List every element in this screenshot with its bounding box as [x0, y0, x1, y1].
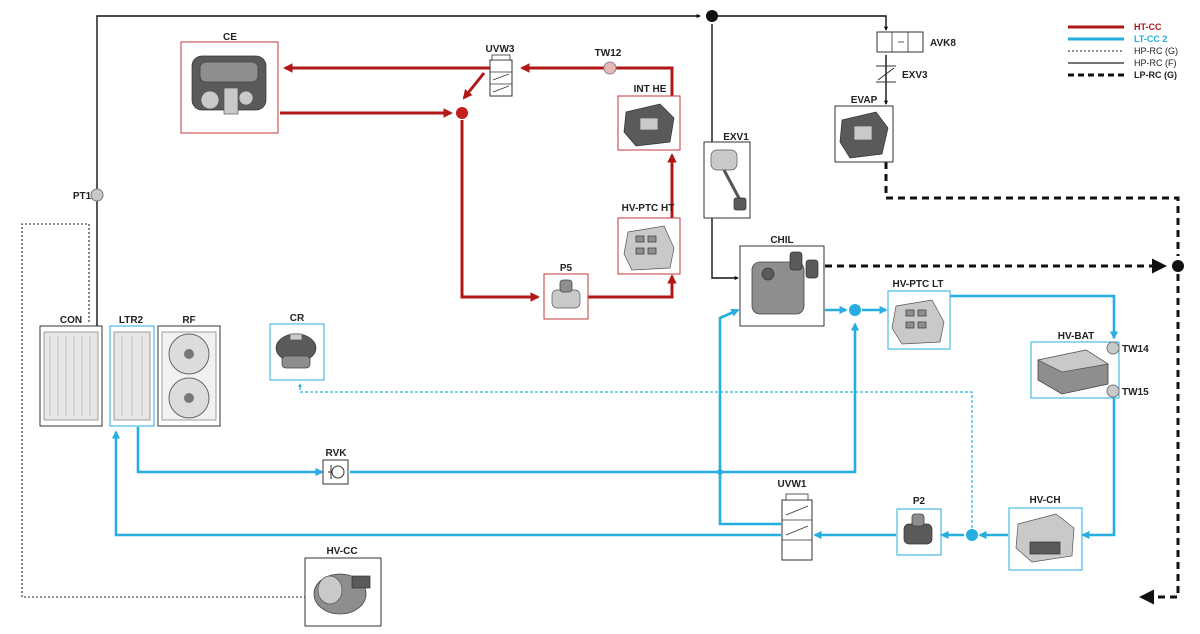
int-he-component: INT HE	[617, 84, 681, 151]
uvw1-label: UVW1	[778, 479, 807, 490]
hv-ch-label: HV-CH	[1029, 495, 1060, 506]
evap-component: EVAP	[834, 95, 894, 163]
legend-hpg-label: HP-RC (G)	[1134, 46, 1178, 56]
avk8-label: AVK8	[930, 38, 956, 49]
p2-pump: P2	[896, 496, 942, 556]
rf-component: RF	[157, 315, 221, 427]
hv-ptc-ht-component: HV-PTC HT	[617, 203, 681, 275]
legend-lt-label: LT-CC 2	[1134, 34, 1167, 44]
exv1-component: EXV1	[703, 132, 751, 219]
ce-label: CE	[223, 32, 237, 43]
legend-hpf-label: HP-RC (F)	[1134, 58, 1177, 68]
p2-label: P2	[913, 496, 926, 507]
rvk-valve: RVK	[322, 448, 349, 485]
avk8-valve: AVK8	[876, 31, 956, 53]
hv-ch-component: HV-CH	[1008, 495, 1083, 571]
tw12-sensor: TW12	[595, 48, 622, 75]
ht-coolant-lines	[280, 63, 677, 302]
tw14-sensor: TW14	[1106, 341, 1149, 355]
evap-label: EVAP	[851, 95, 878, 106]
refrigerant-junction-right	[1172, 260, 1184, 272]
uvw1-valve: UVW1	[778, 479, 813, 561]
uvw3-valve: UVW3	[486, 44, 515, 97]
cr-label: CR	[290, 313, 305, 324]
legend-ht-label: HT-CC	[1134, 22, 1162, 32]
lt-junction-upper	[849, 304, 861, 316]
rf-label: RF	[182, 315, 195, 326]
int-he-label: INT HE	[634, 84, 667, 95]
legend: HT-CC LT-CC 2 HP-RC (G) HP-RC (F) LP-RC …	[1068, 22, 1178, 80]
exv3-label: EXV3	[902, 70, 928, 81]
lt-junction-crossing	[717, 469, 723, 475]
ce-component: CE	[180, 32, 279, 134]
p5-pump: P5	[543, 263, 589, 320]
hv-cc-label: HV-CC	[326, 546, 357, 557]
ltr2-label: LTR2	[119, 315, 144, 326]
con-label: CON	[60, 315, 82, 326]
hv-cc-component: HV-CC	[304, 546, 382, 627]
ht-junction	[456, 107, 468, 119]
p5-label: P5	[560, 263, 573, 274]
rvk-label: RVK	[326, 448, 348, 459]
refrigerant-junction-top	[706, 10, 718, 22]
tw14-label: TW14	[1122, 344, 1149, 355]
lt-coolant-lines	[111, 294, 1119, 540]
exv1-label: EXV1	[723, 132, 749, 143]
exv3-valve: EXV3	[876, 65, 928, 83]
tw15-sensor: TW15	[1106, 384, 1149, 398]
hv-bat-label: HV-BAT	[1058, 331, 1094, 342]
uvw3-label: UVW3	[486, 44, 515, 55]
legend-lpg-label: LP-RC (G)	[1134, 70, 1177, 80]
pt1-sensor: PT1	[73, 188, 104, 202]
hv-bat-component: HV-BAT	[1030, 331, 1120, 399]
tw15-label: TW15	[1122, 387, 1149, 398]
refrigerant-lines	[21, 13, 1180, 605]
ltr2-component: LTR2	[109, 315, 155, 427]
chil-label: CHIL	[770, 235, 793, 246]
hv-ptc-lt-label: HV-PTC LT	[893, 279, 944, 290]
hv-ptc-ht-label: HV-PTC HT	[622, 203, 675, 214]
cr-component: CR	[269, 313, 325, 381]
pt1-label: PT1	[73, 191, 92, 202]
chil-component: CHIL	[739, 235, 825, 327]
tw12-label: TW12	[595, 48, 622, 59]
hv-ptc-lt-component: HV-PTC LT	[887, 279, 951, 350]
lt-junction-lower	[966, 529, 978, 541]
con-component: CON	[39, 315, 103, 427]
